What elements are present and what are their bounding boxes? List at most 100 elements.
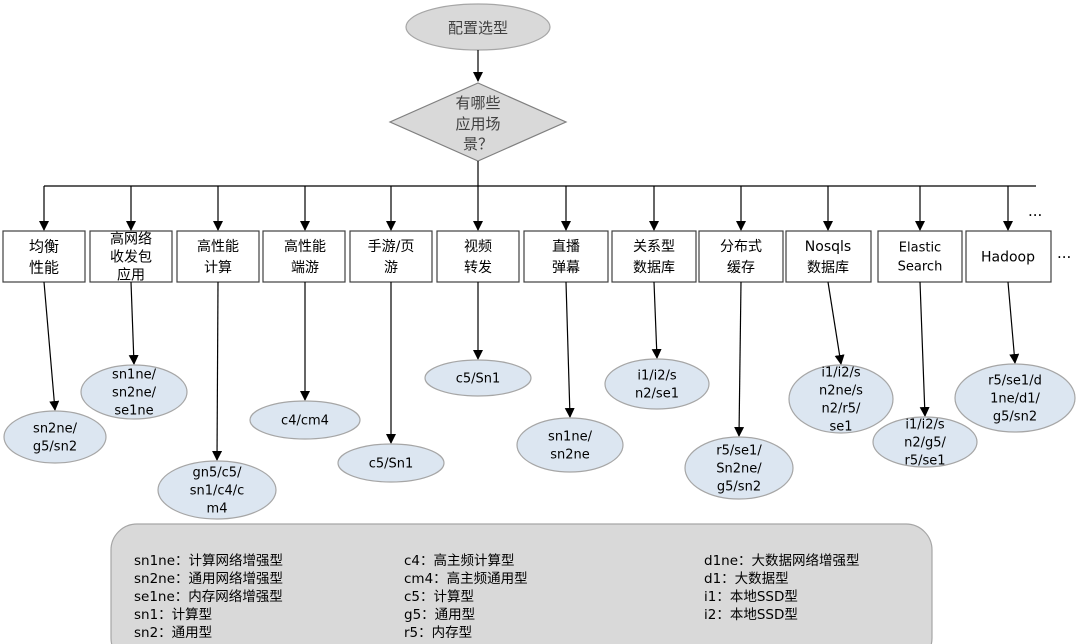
legend-entry: i2：本地SSD型 — [704, 607, 798, 623]
scenario-label-line: Nosqls — [805, 239, 851, 255]
spec-ellipse — [249, 400, 361, 440]
spec-line: sn2ne — [550, 448, 590, 463]
ellipsis-right: ... — [1057, 244, 1071, 262]
legend-entry: i1：本地SSD型 — [704, 589, 798, 605]
spec-line: r5/se1 — [904, 454, 945, 469]
spec-ellipse — [157, 460, 277, 520]
spec-line: g5/sn2 — [33, 440, 77, 455]
spec-line: i1/i2/s — [637, 369, 677, 384]
box-to-spec-arrow — [651, 281, 662, 359]
scenario-label-line: 收发包 — [110, 250, 152, 266]
spec-line: c4/cm4 — [281, 414, 329, 429]
scenario-box — [89, 230, 173, 283]
legend-entry: c5：计算型 — [404, 589, 474, 605]
scenario-label-line: 高性能 — [284, 238, 326, 255]
spec-line: r5/se1/ — [716, 444, 762, 459]
spec-line: i1/i2/s — [905, 418, 945, 433]
scenario-label-line: 高性能 — [197, 238, 239, 255]
legend-entry: d1ne：大数据网络增强型 — [704, 553, 860, 569]
spec-line: g5/sn2 — [993, 410, 1037, 425]
spec-ellipse — [684, 436, 794, 500]
start-node: 配置选型 — [405, 3, 551, 51]
scenario-box — [877, 230, 963, 283]
spec-line: n2/g5/ — [904, 436, 946, 451]
scenario-label-line: 端游 — [291, 260, 319, 276]
decision-line-1: 有哪些 — [455, 94, 500, 112]
spec-ellipse — [604, 358, 710, 410]
legend-entry: sn2ne：通用网络增强型 — [134, 571, 283, 587]
spec-line: se1 — [829, 420, 852, 435]
spec-line: i1/i2/s — [821, 366, 861, 381]
spec-line: gn5/c5/ — [193, 466, 243, 481]
scenario-label-line: 均衡 — [29, 237, 59, 255]
scenario-label-line: Elastic — [899, 241, 941, 256]
legend-entry: se1ne：内存网络增强型 — [134, 589, 283, 605]
scenario-label-line: 数据库 — [633, 260, 675, 276]
legend-column-3: d1ne：大数据网络增强型 d1：大数据型 i1：本地SSD型 i2：本地SSD型 — [704, 553, 860, 623]
legend-entry: sn1：计算型 — [134, 607, 212, 623]
spec-line: sn1ne/ — [112, 368, 157, 383]
box-to-spec-arrow — [734, 281, 745, 437]
spec-ellipse — [3, 410, 107, 464]
scenario-label-line: 视频 — [464, 239, 492, 255]
scenario-box — [176, 230, 260, 283]
legend-entry: sn1ne：计算网络增强型 — [134, 553, 283, 569]
spec-line: sn2ne/ — [112, 386, 157, 401]
scenario-box — [785, 230, 872, 283]
spec-line: n2/r5/ — [822, 402, 862, 417]
scenario-mobile-web-game: 手游/页游 c5/Sn1 — [337, 186, 445, 483]
spec-line: Sn2ne/ — [716, 462, 762, 477]
scenario-box — [523, 230, 609, 283]
spec-line: g5/sn2 — [717, 480, 761, 495]
decision-line-2: 应用场 — [455, 115, 500, 133]
decision-line-3: 景？ — [463, 135, 493, 153]
spec-line: se1ne — [114, 404, 153, 419]
scenario-label-line: 直播 — [552, 238, 580, 255]
box-to-spec-arrow — [212, 281, 223, 461]
scenario-label-line: 游 — [384, 260, 398, 276]
box-to-spec-arrow — [43, 281, 60, 411]
scenario-label-line: 弹幕 — [552, 260, 580, 276]
box-to-spec-arrow — [919, 281, 930, 417]
spec-line: c5/Sn1 — [369, 457, 414, 472]
spec-line: sn1/c4/c — [190, 484, 245, 499]
box-to-spec-arrow — [128, 281, 139, 365]
scenario-label-line: 手游/页 — [368, 239, 415, 255]
spec-line: m4 — [207, 502, 228, 517]
scenario-label-line: 转发 — [464, 260, 492, 276]
scenario-label-line: Hadoop — [981, 250, 1035, 266]
scenario-branches: 均衡性能sn2ne/g5/sn2高网络收发包应用sn1ne/sn2ne/se1n… — [2, 186, 1076, 520]
spec-ellipse — [337, 443, 445, 483]
spec-ellipse — [872, 416, 978, 468]
box-to-spec-arrow — [827, 281, 845, 365]
legend-box — [110, 523, 933, 644]
scenario-label-line: Search — [898, 260, 943, 275]
scenario-box — [262, 230, 346, 283]
legend-entry: cm4：高主频通用型 — [404, 570, 528, 587]
scenario-label-line: 性能 — [29, 258, 59, 276]
spec-line: sn2ne/ — [33, 422, 78, 437]
scenario-label-line: 关系型 — [633, 239, 675, 255]
scenario-box — [436, 230, 520, 283]
scenario-label-line: 应用 — [117, 267, 145, 284]
legend-entry: sn2：通用型 — [134, 625, 212, 641]
spec-ellipse — [788, 364, 894, 434]
decision-node: 有哪些 应用场 景？ — [388, 82, 568, 162]
scenario-box — [965, 230, 1052, 283]
start-label: 配置选型 — [448, 19, 508, 37]
box-to-spec-arrow — [1007, 281, 1020, 364]
spec-line: n2/se1 — [635, 387, 679, 402]
legend-entry: d1：大数据型 — [704, 571, 789, 587]
spec-ellipse — [424, 359, 532, 397]
spec-line: 1ne/d1/ — [990, 392, 1040, 407]
